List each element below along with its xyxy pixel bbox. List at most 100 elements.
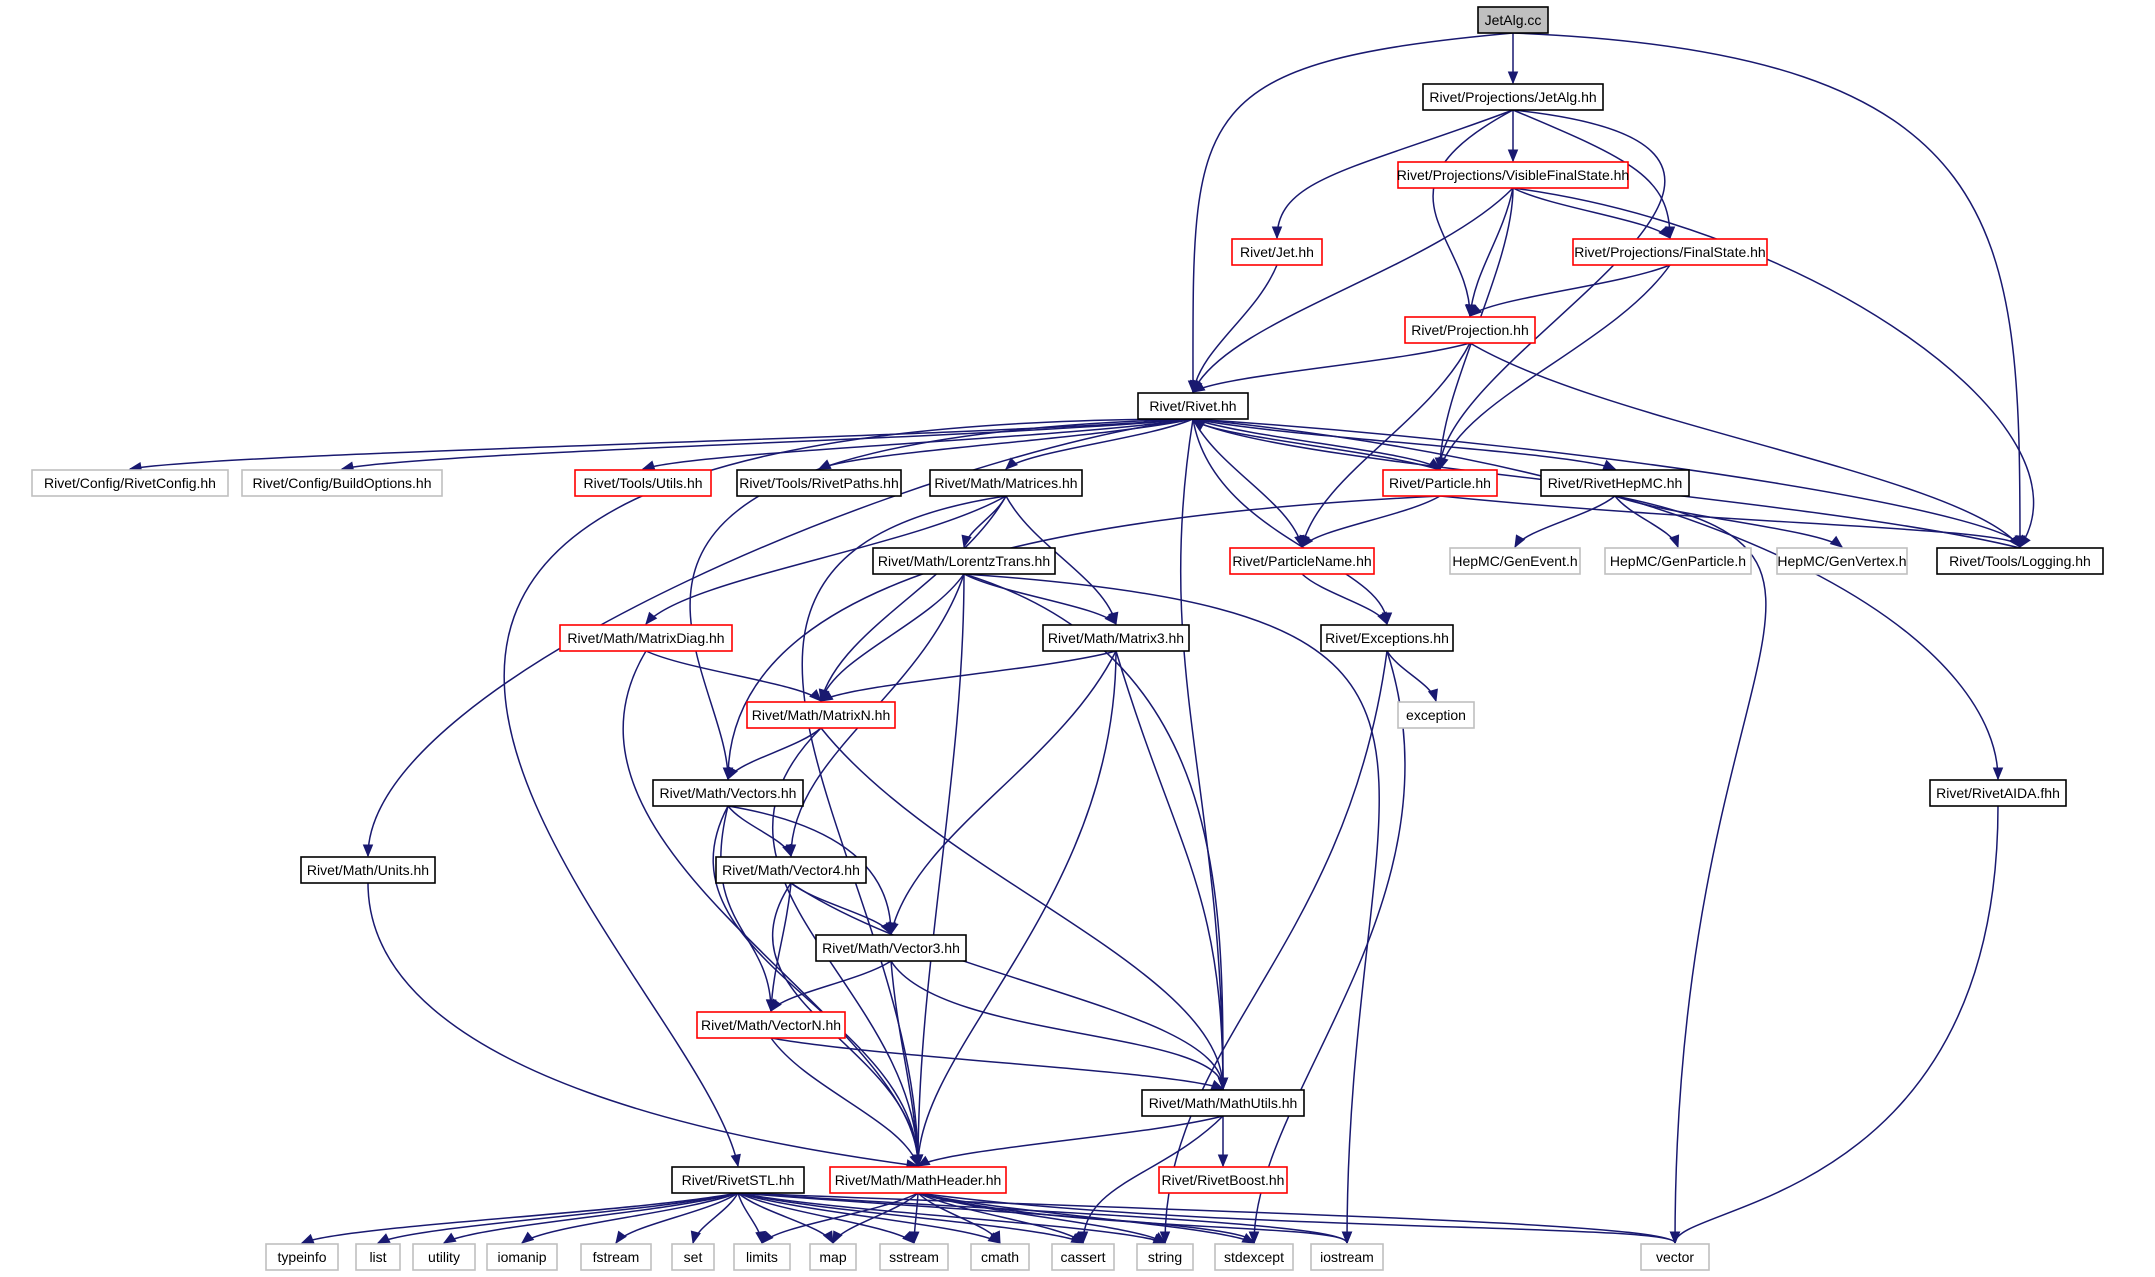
edge-rivetstl-to-list <box>377 1192 739 1244</box>
node-matrix3[interactable]: Rivet/Math/Matrix3.hh <box>1042 624 1190 652</box>
edge-mathutils-to-cassert <box>1082 1115 1224 1244</box>
arrowhead-particle-to-particlename <box>1301 534 1314 549</box>
node-box <box>879 1243 949 1271</box>
node-label: Rivet/RivetHepMC.hh <box>1548 475 1683 491</box>
arrowhead-rivetstl-to-stdexcept <box>1248 1231 1260 1245</box>
node-label: Rivet/Tools/Utils.hh <box>583 475 702 491</box>
node-rivetboost[interactable]: Rivet/RivetBoost.hh <box>1158 1166 1288 1194</box>
edge-jetalg_hh-to-fs <box>1512 109 1671 239</box>
node-utils[interactable]: Rivet/Tools/Utils.hh <box>574 469 712 497</box>
arrowhead-vector4-to-vector3 <box>880 921 892 936</box>
node-vector3[interactable]: Rivet/Math/Vector3.hh <box>815 934 967 962</box>
node-box <box>809 1243 857 1271</box>
edge-rivet-to-rivethepmc <box>1192 418 1616 470</box>
node-label: Rivet/ParticleName.hh <box>1232 553 1371 569</box>
node-box <box>671 1243 715 1271</box>
node-rivet[interactable]: Rivet/Rivet.hh <box>1137 392 1249 420</box>
arrowhead-vector3-to-vectorn <box>770 998 782 1013</box>
edge-rivet-to-utils <box>642 418 1194 470</box>
arrowhead-rivetstl-to-utility <box>442 1232 457 1244</box>
node-label: HepMC/GenVertex.h <box>1777 553 1906 569</box>
node-vectorn[interactable]: Rivet/Math/VectorN.hh <box>696 1011 846 1039</box>
node-label: Rivet/Tools/Logging.hh <box>1949 553 2091 569</box>
edge-rivetstl-to-cassert <box>737 1192 1084 1244</box>
arrowhead-vectorn-to-mathutils <box>1210 1079 1225 1090</box>
edge-lorentz-to-iostream <box>963 573 1380 1244</box>
edge-vectorn-to-mathutils <box>770 1037 1224 1090</box>
node-logging[interactable]: Rivet/Tools/Logging.hh <box>1936 547 2104 575</box>
node-label: stdexcept <box>1224 1249 1284 1265</box>
node-utility: utility <box>412 1243 476 1271</box>
node-vector4[interactable]: Rivet/Math/Vector4.hh <box>715 856 867 884</box>
node-particlename[interactable]: Rivet/ParticleName.hh <box>1229 547 1375 575</box>
arrowhead-rivethepmc-to-genparticle <box>1669 534 1680 549</box>
node-vfs[interactable]: Rivet/Projections/VisibleFinalState.hh <box>1397 161 1629 189</box>
edge-vectors-to-vectorn <box>720 805 772 1012</box>
node-matrixdiag[interactable]: Rivet/Math/MatrixDiag.hh <box>559 624 733 652</box>
node-rivetaida[interactable]: Rivet/RivetAIDA.fhh <box>1929 779 2067 807</box>
node-box <box>652 779 804 807</box>
node-fs[interactable]: Rivet/Projections/FinalState.hh <box>1572 238 1768 266</box>
arrowhead-logging-to-rivet <box>1191 419 1206 431</box>
node-limits: limits <box>733 1243 791 1271</box>
node-vector: vector <box>1640 1243 1710 1271</box>
node-box <box>1397 701 1475 729</box>
node-matrices[interactable]: Rivet/Math/Matrices.hh <box>929 469 1083 497</box>
node-mathheader[interactable]: Rivet/Math/MathHeader.hh <box>829 1166 1007 1194</box>
node-particle[interactable]: Rivet/Particle.hh <box>1382 469 1498 497</box>
arrowhead-rivetstl-to-vector <box>1669 1231 1681 1245</box>
arrowhead-rivetstl-to-string <box>1152 1233 1167 1244</box>
node-mathutils[interactable]: Rivet/Math/MathUtils.hh <box>1141 1089 1305 1117</box>
node-rivetstl[interactable]: Rivet/RivetSTL.hh <box>671 1166 805 1194</box>
arrowhead-rivetstl-to-typeinfo <box>300 1233 315 1244</box>
node-label: Rivet/Math/Matrix3.hh <box>1048 630 1184 646</box>
edge-vectors-to-vector3 <box>727 805 892 935</box>
node-set: set <box>671 1243 715 1271</box>
node-box <box>1540 469 1690 497</box>
arrowhead-particlename-to-exceptions <box>1377 611 1388 626</box>
node-box <box>1776 547 1908 575</box>
node-box <box>1929 779 2067 807</box>
arrowhead-rivet-to-rivetaida <box>1992 767 2004 781</box>
node-label: string <box>1148 1249 1182 1265</box>
edge-rivetaida-to-vector <box>1674 805 1999 1244</box>
arrowhead-proj-to-rivet <box>1191 381 1206 393</box>
node-matrixn[interactable]: Rivet/Math/MatrixN.hh <box>746 701 896 729</box>
arrowhead-matrices-to-matrixdiag <box>645 611 658 626</box>
node-label: Rivet/Math/Vectors.hh <box>660 785 797 801</box>
node-jet[interactable]: Rivet/Jet.hh <box>1231 238 1323 266</box>
node-box <box>671 1166 805 1194</box>
node-label: Rivet/Math/Matrices.hh <box>934 475 1077 491</box>
edge-matrixn-to-vectors <box>727 727 822 780</box>
edge-rivet-to-particlename <box>1192 418 1303 548</box>
arrowhead-matrixn-to-vectors <box>727 766 738 781</box>
edge-units-to-mathheader <box>367 882 919 1167</box>
node-cassert: cassert <box>1051 1243 1115 1271</box>
node-rivethepmc[interactable]: Rivet/RivetHepMC.hh <box>1540 469 1690 497</box>
arrowhead-rivet-to-rivetstl <box>730 1153 741 1168</box>
arrowhead-rivet-to-matrices <box>1005 457 1018 470</box>
node-units[interactable]: Rivet/Math/Units.hh <box>300 856 436 884</box>
node-label: HepMC/GenParticle.h <box>1610 553 1746 569</box>
node-lorentz[interactable]: Rivet/Math/LorentzTrans.hh <box>872 547 1056 575</box>
node-vectors[interactable]: Rivet/Math/Vectors.hh <box>652 779 804 807</box>
node-jetalg-hh[interactable]: Rivet/Projections/JetAlg.hh <box>1422 83 1604 111</box>
node-label: Rivet/Projections/VisibleFinalState.hh <box>1397 167 1629 183</box>
node-label: Rivet/Projections/FinalState.hh <box>1574 244 1765 260</box>
edge-particlename-to-exceptions <box>1301 573 1388 625</box>
node-box <box>815 934 967 962</box>
node-proj[interactable]: Rivet/Projection.hh <box>1404 316 1536 344</box>
arrowhead-rivetstl-to-iostream <box>1341 1231 1353 1245</box>
edge-rivet-to-exceptions <box>1192 418 1388 625</box>
node-sstream: sstream <box>879 1243 949 1271</box>
node-exceptions[interactable]: Rivet/Exceptions.hh <box>1320 624 1454 652</box>
node-map: map <box>809 1243 857 1271</box>
arrowhead-vfs-to-fs <box>1658 225 1671 239</box>
node-label: Rivet/RivetSTL.hh <box>682 1172 795 1188</box>
edge-exceptions-to-string <box>1164 650 1388 1244</box>
node-box <box>1231 238 1323 266</box>
node-jetalg-cc[interactable]: JetAlg.cc <box>1477 6 1549 34</box>
arrowhead-mathutils-to-mathheader <box>916 1155 931 1167</box>
node-rivetpaths[interactable]: Rivet/Tools/RivetPaths.hh <box>736 469 902 497</box>
node-label: Rivet/Math/Vector4.hh <box>722 862 860 878</box>
